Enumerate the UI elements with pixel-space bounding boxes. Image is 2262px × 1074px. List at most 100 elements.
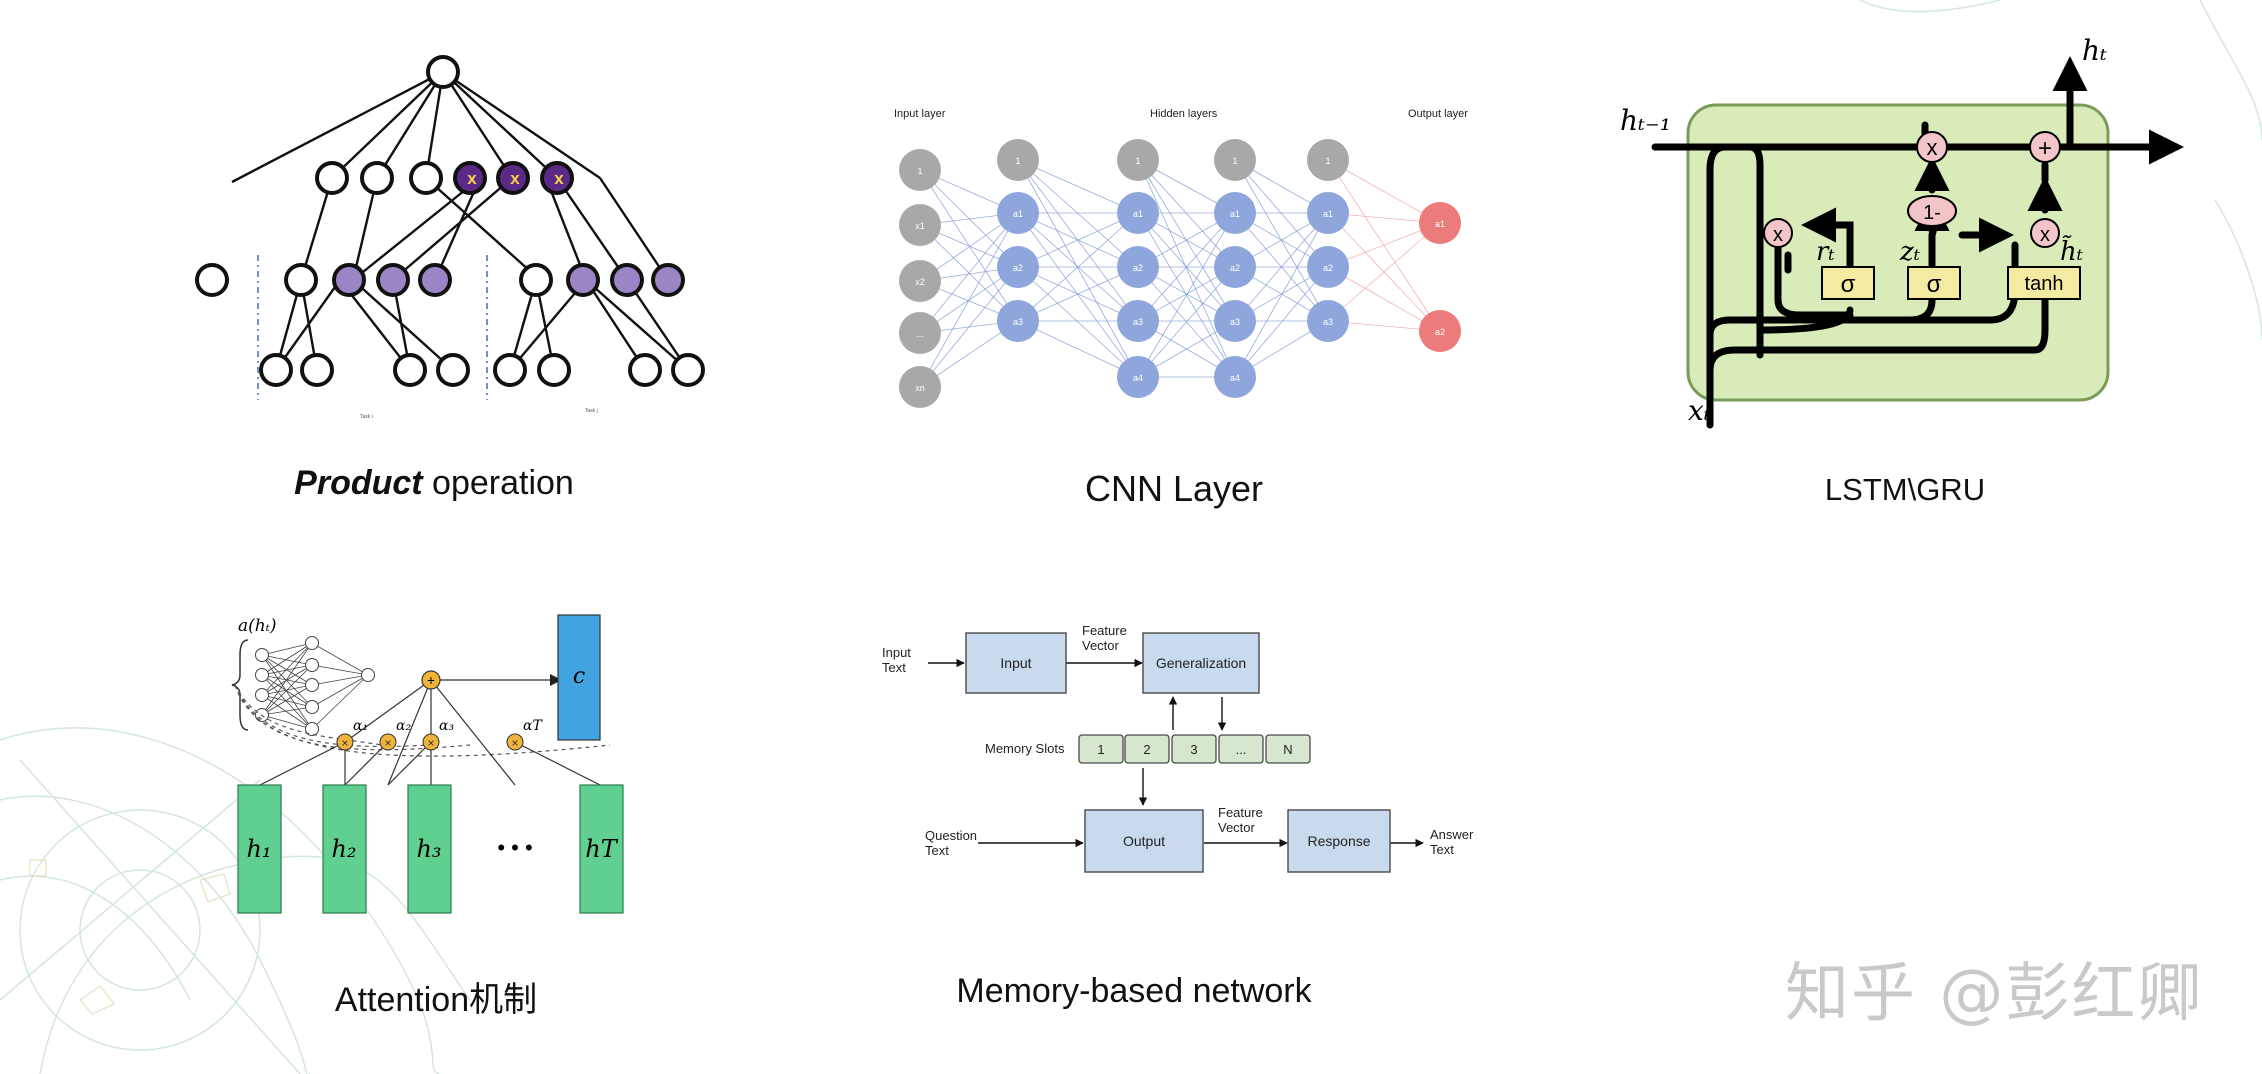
cnn-node-label: x1 xyxy=(915,221,925,231)
cnn-node xyxy=(1307,246,1349,288)
cnn-node xyxy=(997,139,1039,181)
cnn-node-label: 1 xyxy=(1015,156,1020,166)
lstm-label-zt: zₜ xyxy=(1899,237,1921,267)
attention-hidden-label: hT xyxy=(585,835,618,863)
cnn-node-label: a3 xyxy=(1230,317,1240,327)
mem-input-text-2: Text xyxy=(882,660,906,675)
lstm-one-minus: 1- xyxy=(1923,202,1941,224)
lstm-label-rt: rₜ xyxy=(1816,237,1835,267)
mem-slots-label: Memory Slots xyxy=(985,741,1065,756)
attention-weight-times: × xyxy=(341,736,348,750)
cnn-node-label: a3 xyxy=(1133,317,1143,327)
cnn-node xyxy=(997,246,1039,288)
cnn-node xyxy=(997,192,1039,234)
attention-hidden-label: h₂ xyxy=(331,835,356,863)
attention-hidden-label: h₁ xyxy=(246,835,271,863)
cnn-node xyxy=(1117,192,1159,234)
attention-hidden-box xyxy=(579,784,624,914)
lstm-times-top: x xyxy=(1927,135,1938,160)
cnn-node xyxy=(1117,246,1159,288)
mem-response-label: Response xyxy=(1307,833,1370,849)
caption-lstm-gru: LSTM\GRU xyxy=(1824,472,1986,507)
attention-dots: • • • xyxy=(497,835,532,860)
mem-output-label: Output xyxy=(1123,833,1165,849)
cnn-node xyxy=(899,260,941,302)
cnn-node-label: x2 xyxy=(915,277,925,287)
mem-answer-1: Answer xyxy=(1430,827,1474,842)
cnn-node-label: a4 xyxy=(1133,373,1143,383)
cnn-node-label: a2 xyxy=(1230,263,1240,273)
mem-input-text-1: Input xyxy=(882,645,911,660)
mem-feature-1: Feature xyxy=(1082,623,1127,638)
mem-slot-label: 2 xyxy=(1143,742,1150,757)
attention-c-label: c xyxy=(573,664,585,689)
cnn-node-label: 1 xyxy=(1232,156,1237,166)
mem-response-box xyxy=(1287,809,1391,873)
mem-feature-b1: Feature xyxy=(1218,805,1263,820)
mem-slot xyxy=(1078,734,1124,764)
caption-product-bold: Product xyxy=(294,464,423,502)
product-operation-diagram: x x x Task i Task j xyxy=(190,40,730,435)
lstm-gru-diagram: x + x 1- x σ σ tanh hₜ hₜ₋₁ xₜ rₜ zₜ h̃ₜ xyxy=(1610,30,2210,445)
mem-output-box xyxy=(1084,809,1204,873)
attention-weight-times: × xyxy=(511,736,518,750)
attention-weight-node xyxy=(336,733,354,751)
cnn-input-layer-label: Input layer xyxy=(894,108,946,120)
cnn-node xyxy=(1214,356,1256,398)
cnn-node-label: a1 xyxy=(1133,209,1143,219)
mem-slot xyxy=(1218,734,1264,764)
attention-sum: + xyxy=(427,672,435,688)
caption-memory-network: Memory-based network xyxy=(956,972,1312,1010)
mem-generalization-box xyxy=(1142,632,1260,694)
lstm-label-htilde: h̃ₜ xyxy=(2060,235,2084,267)
mem-answer-2: Text xyxy=(1430,842,1454,857)
attention-hidden-box xyxy=(237,784,282,914)
attention-mlp-node xyxy=(305,678,319,692)
cnn-node-label: a1 xyxy=(1013,209,1023,219)
caption-product-rest: operation xyxy=(422,464,574,502)
mem-slot xyxy=(1171,734,1217,764)
attention-mlp-node xyxy=(255,668,269,682)
cnn-node xyxy=(1419,310,1461,352)
lstm-label-ht: hₜ xyxy=(2082,34,2107,67)
cnn-node xyxy=(1214,192,1256,234)
attention-alpha-label: α₃ xyxy=(439,718,454,734)
attention-weight-node xyxy=(422,733,440,751)
cnn-node xyxy=(899,312,941,354)
cnn-node xyxy=(1117,300,1159,342)
mem-question-1: Question xyxy=(925,828,977,843)
cnn-node xyxy=(1214,246,1256,288)
attention-context-box xyxy=(557,614,601,741)
attention-hidden-box xyxy=(322,784,367,914)
cnn-node xyxy=(1307,192,1349,234)
attention-mlp-node xyxy=(255,648,269,662)
lstm-times-reset: x xyxy=(1773,224,1783,246)
cnn-node-label: a1 xyxy=(1435,219,1445,229)
cnn-node-label: xn xyxy=(915,383,925,393)
cnn-node xyxy=(899,204,941,246)
mem-slot-label: 3 xyxy=(1190,742,1197,757)
mem-slot xyxy=(1265,734,1311,764)
cnn-node xyxy=(1214,139,1256,181)
attention-alpha-label: α₂ xyxy=(396,718,411,734)
attention-mlp-node xyxy=(255,688,269,702)
cnn-node xyxy=(1307,300,1349,342)
task-label-2: Task j xyxy=(585,408,598,414)
lstm-tanh: tanh xyxy=(2025,273,2064,295)
lstm-plus-top: + xyxy=(2038,135,2052,162)
cnn-node-label: ... xyxy=(916,329,924,339)
attention-hidden-box xyxy=(407,784,452,914)
memory-network-diagram: Input Text Feature Vector Memory Slots Q… xyxy=(870,605,1490,930)
cnn-node-label: a3 xyxy=(1323,317,1333,327)
caption-product-operation: Product operation xyxy=(294,464,574,503)
lstm-sigma-update: σ xyxy=(1927,271,1942,298)
attention-weight-times: × xyxy=(384,736,391,750)
mem-slot-label: 1 xyxy=(1097,742,1104,757)
cnn-node xyxy=(997,300,1039,342)
lstm-ops: x + x 1- x xyxy=(1763,131,2061,248)
cnn-node xyxy=(899,366,941,408)
attention-mlp-node xyxy=(305,700,319,714)
lstm-label-ht-minus-1: hₜ₋₁ xyxy=(1620,104,1671,137)
cnn-node-label: a3 xyxy=(1013,317,1023,327)
attention-diagram: a(hₜ) + ×α₁× xyxy=(220,605,640,930)
